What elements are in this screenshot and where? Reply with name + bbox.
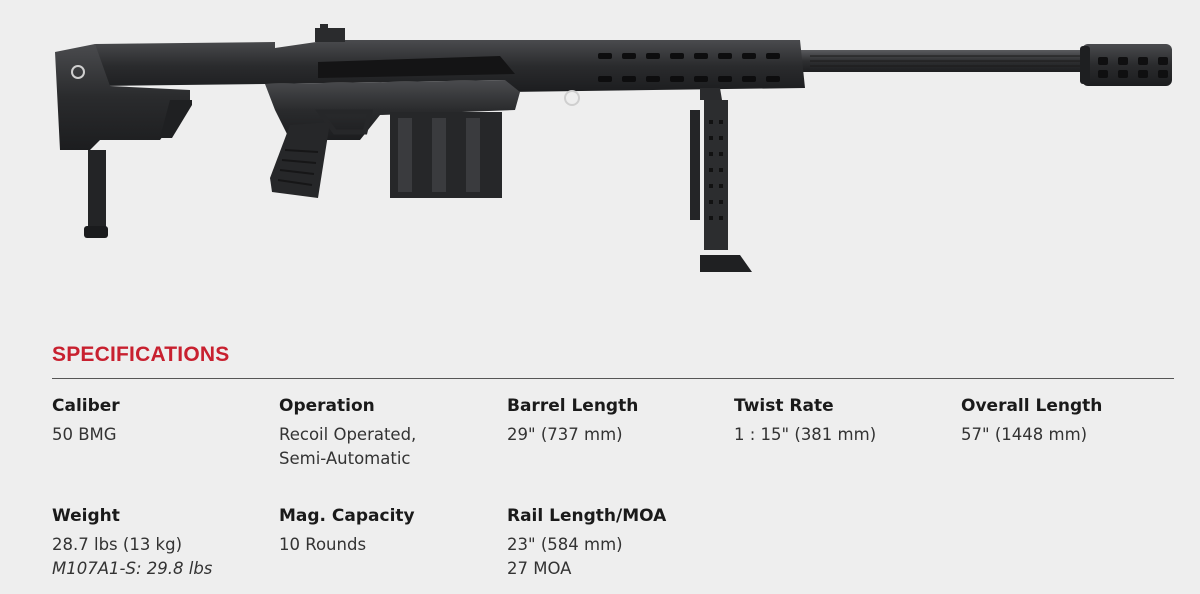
spec-value-secondary: M107A1-S: 29.8 lbs <box>52 559 213 578</box>
spec-twist-rate: Twist Rate 1 : 15" (381 mm) <box>734 395 954 447</box>
spec-label: Operation <box>279 396 375 416</box>
spec-value-secondary: Semi-Automatic <box>279 449 411 468</box>
spec-barrel-length: Barrel Length 29" (737 mm) <box>507 395 727 447</box>
specifications-divider <box>52 378 1174 379</box>
rifle-product-image <box>55 24 1172 272</box>
spec-overall-length: Overall Length 57" (1448 mm) <box>961 395 1181 447</box>
spec-value: 28.7 lbs (13 kg) <box>52 535 183 554</box>
spec-value: 57" (1448 mm) <box>961 425 1088 444</box>
spec-caliber: Caliber 50 BMG <box>52 395 272 447</box>
specifications-title: SPECIFICATIONS <box>52 343 230 366</box>
specifications-grid: Caliber 50 BMG Operation Recoil Operated… <box>52 379 1174 589</box>
spec-value: 29" (737 mm) <box>507 425 623 444</box>
spec-weight: Weight 28.7 lbs (13 kg) M107A1-S: 29.8 l… <box>52 505 272 581</box>
spec-rail-length-moa: Rail Length/MOA 23" (584 mm) 27 MOA <box>507 505 727 581</box>
spec-label: Barrel Length <box>507 396 639 416</box>
spec-label: Caliber <box>52 396 120 416</box>
spec-label: Overall Length <box>961 396 1103 416</box>
spec-value-secondary: 27 MOA <box>507 559 572 578</box>
spec-operation: Operation Recoil Operated, Semi-Automati… <box>279 395 499 471</box>
spec-label: Rail Length/MOA <box>507 506 667 526</box>
spec-mag-capacity: Mag. Capacity 10 Rounds <box>279 505 499 557</box>
spec-label: Twist Rate <box>734 396 834 416</box>
spec-label: Weight <box>52 506 120 526</box>
spec-value: 50 BMG <box>52 425 117 444</box>
spec-label: Mag. Capacity <box>279 506 415 526</box>
spec-value: Recoil Operated, <box>279 425 417 444</box>
specifications-section: SPECIFICATIONS Caliber 50 BMG Operation … <box>52 340 1174 589</box>
spec-value: 23" (584 mm) <box>507 535 623 554</box>
spec-value: 10 Rounds <box>279 535 367 554</box>
spec-value: 1 : 15" (381 mm) <box>734 425 877 444</box>
